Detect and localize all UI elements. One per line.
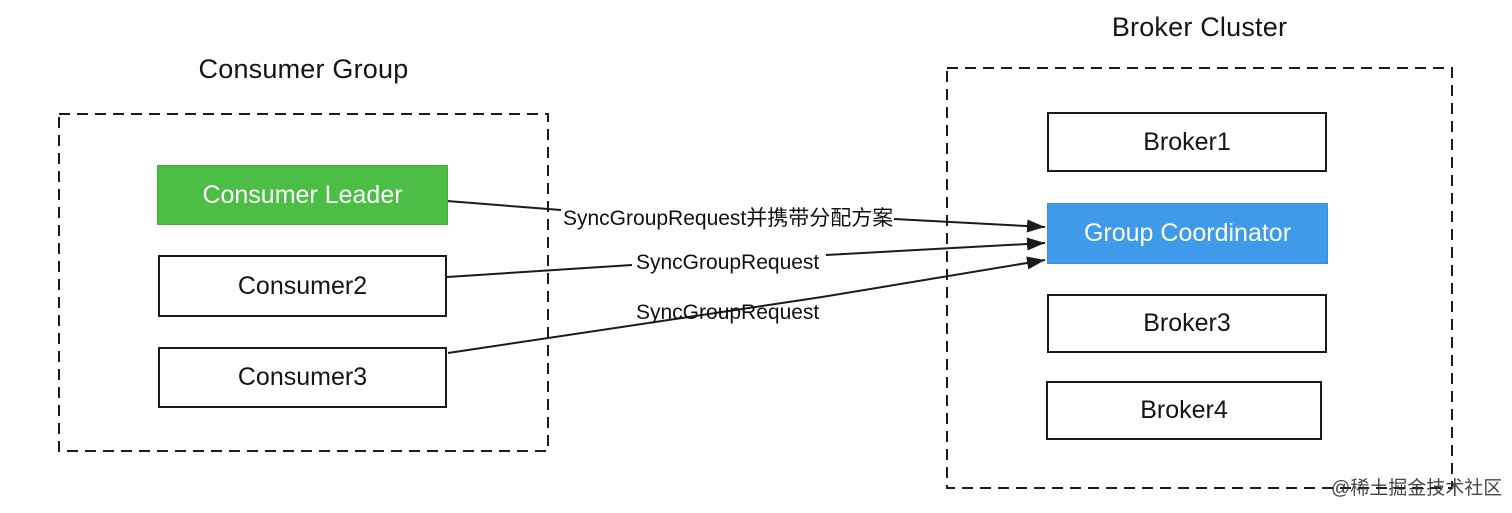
sync-group-request-leader-label: SyncGroupRequest并携带分配方案 xyxy=(563,207,894,230)
consumer2-node: Consumer2 xyxy=(158,255,447,317)
arrow-leader-to-coordinator-tail xyxy=(446,200,562,211)
broker3-node: Broker3 xyxy=(1047,294,1327,353)
consumer3-node: Consumer3 xyxy=(158,347,447,408)
consumer-group-title: Consumer Group xyxy=(198,54,409,84)
consumer-group-boundary xyxy=(58,113,549,452)
arrow-consumer3-to-coordinator xyxy=(447,256,1046,354)
sync-group-request-consumer3-label: SyncGroupRequest xyxy=(636,301,820,324)
broker4-node: Broker4 xyxy=(1046,381,1322,440)
broker-cluster-boundary xyxy=(946,67,1453,489)
arrow-consumer2-to-coordinator-head xyxy=(825,237,1046,256)
juejin-watermark: @稀土掘金技术社区 xyxy=(1331,478,1503,499)
consumer-leader-node: Consumer Leader xyxy=(157,165,448,225)
arrow-consumer2-to-coordinator-tail xyxy=(446,264,633,278)
broker1-node: Broker1 xyxy=(1047,112,1327,172)
sync-group-request-consumer2-label: SyncGroupRequest xyxy=(636,251,820,274)
arrow-leader-to-coordinator-head xyxy=(893,218,1046,233)
broker-cluster-title: Broker Cluster xyxy=(1111,12,1288,42)
group-coordinator-node: Group Coordinator xyxy=(1047,203,1328,264)
